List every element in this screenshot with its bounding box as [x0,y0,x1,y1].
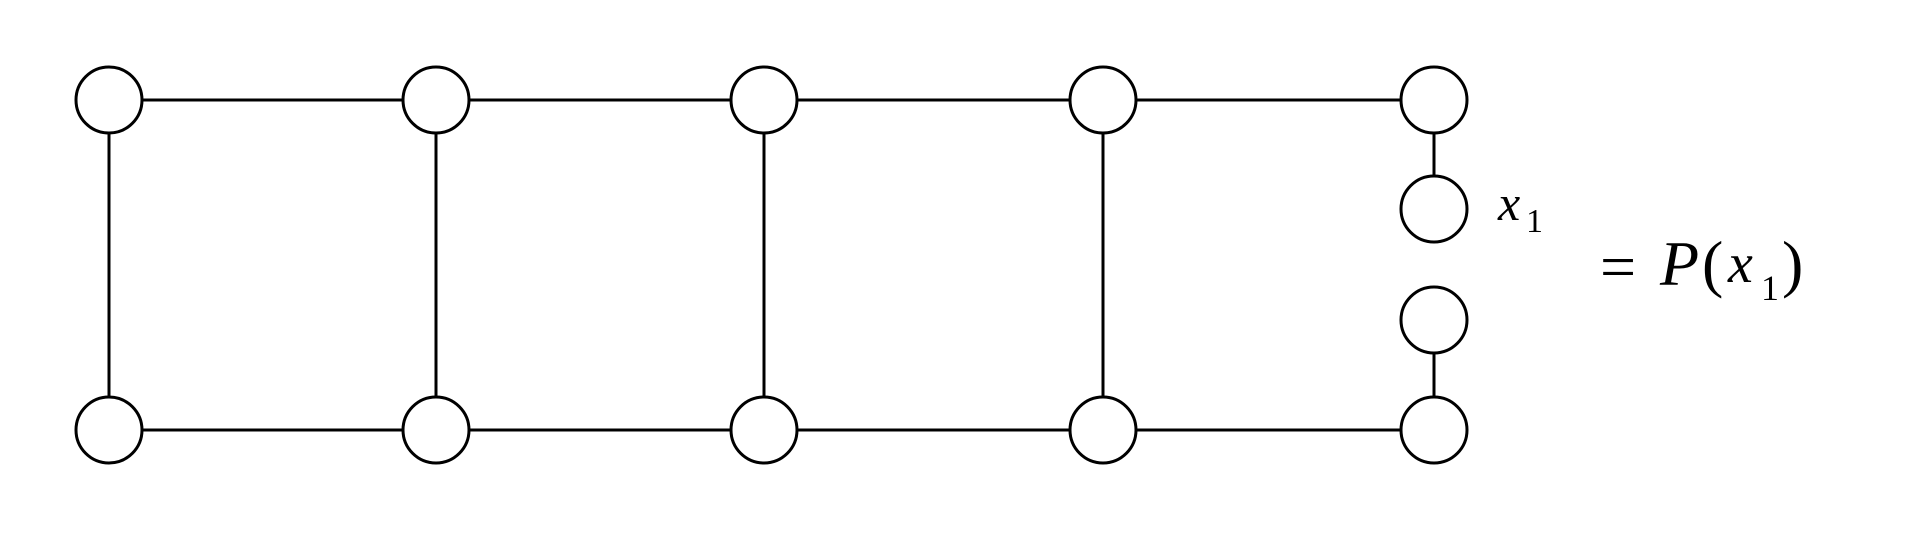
edges-group [107,98,1436,432]
equation-function: P [1659,228,1699,299]
node-top-4 [1068,65,1138,135]
node-bottom-2 [401,395,471,465]
node-top-1 [74,65,144,135]
node-bottom-3 [729,395,799,465]
equation-variable: x [1727,233,1753,295]
equation-equals: = [1600,231,1636,302]
node-top-5 [1399,65,1469,135]
equation-subscript: 1 [1761,268,1779,308]
node-bottom-1 [74,395,144,465]
equation-open-paren: ( [1702,228,1723,299]
nodes-group [74,65,1469,465]
node-top-3 [729,65,799,135]
node-bottom-4 [1068,395,1138,465]
equation-close-paren: ) [1782,228,1803,299]
node-open-upper [1399,174,1469,244]
node-top-2 [401,65,471,135]
node-bottom-5 [1399,395,1469,465]
node-label-subscript: 1 [1526,203,1543,240]
node-open-lower [1399,285,1469,355]
node-label-x1: x 1 [1497,175,1543,240]
node-label-variable: x [1497,175,1520,231]
equation: = P ( x 1 ) [1600,228,1803,308]
